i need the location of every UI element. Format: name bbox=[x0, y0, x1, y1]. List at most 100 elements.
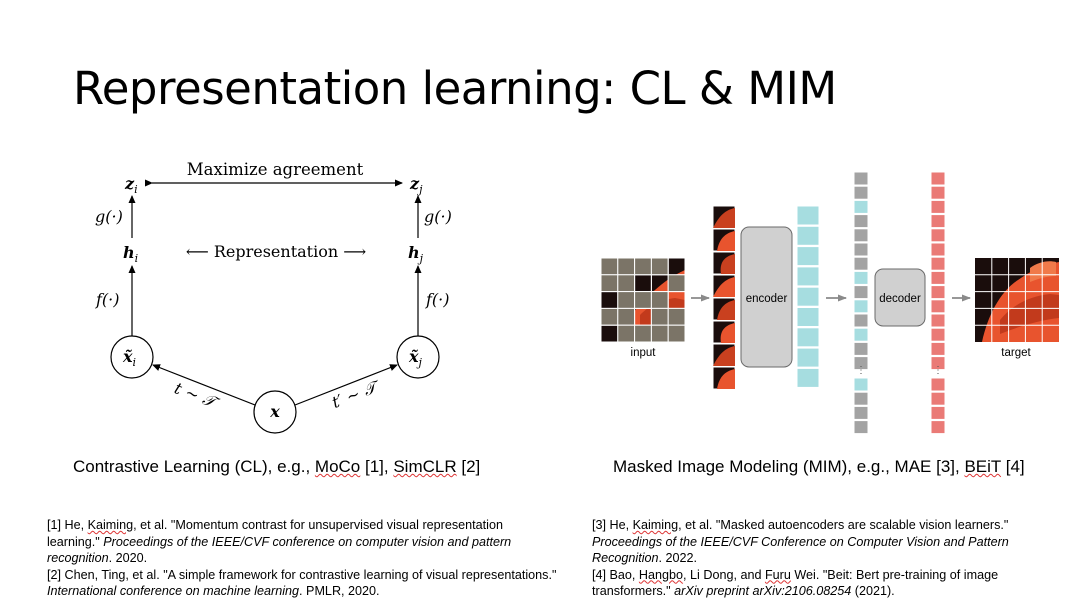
references-right: [3] He, Kaiming, et al. "Masked autoenco… bbox=[592, 517, 1077, 600]
mask-patch bbox=[651, 292, 668, 309]
ellipsis-tokens: ⋮ bbox=[856, 365, 866, 376]
encoded-token bbox=[797, 368, 819, 387]
mask-patch bbox=[668, 275, 685, 292]
visible-token bbox=[854, 328, 868, 341]
decoded-token bbox=[931, 378, 945, 391]
target-label: target bbox=[1001, 347, 1031, 359]
cl-diagram: Maximize agreement zi zj g(·) g(·) hi hj… bbox=[95, 160, 452, 433]
mask-token bbox=[854, 342, 868, 355]
visible-token bbox=[854, 300, 868, 313]
mask-patch bbox=[618, 275, 635, 292]
input-label: input bbox=[631, 347, 657, 359]
input-image: input bbox=[601, 258, 685, 359]
mask-token bbox=[854, 392, 868, 405]
mask-patch bbox=[635, 292, 652, 309]
mask-patch bbox=[618, 258, 635, 275]
cl-caption-prefix: Contrastive Learning (CL), e.g., bbox=[73, 457, 315, 476]
z-i-node: zi bbox=[124, 174, 138, 196]
mask-token bbox=[854, 186, 868, 199]
x-node: x bbox=[269, 402, 280, 421]
ellipsis-decoded: ⋮ bbox=[933, 365, 943, 376]
visible-token bbox=[854, 271, 868, 284]
decoded-token bbox=[931, 300, 945, 313]
decoded-token bbox=[931, 314, 945, 327]
reference-1: [1] He, Kaiming, et al. "Momentum contra… bbox=[47, 517, 557, 567]
full-tokens-column bbox=[854, 172, 868, 434]
visible-patches-column bbox=[713, 206, 735, 389]
representation-label: ⟵ Representation ⟶ bbox=[186, 242, 366, 261]
decoded-token bbox=[931, 172, 945, 185]
reference-2: [2] Chen, Ting, et al. "A simple framewo… bbox=[47, 567, 557, 600]
maximize-agreement-label: Maximize agreement bbox=[187, 160, 364, 179]
decoded-tokens-column bbox=[931, 172, 945, 434]
encoded-token bbox=[797, 328, 819, 347]
cl-caption: Contrastive Learning (CL), e.g., MoCo [1… bbox=[73, 457, 480, 477]
moco-link[interactable]: MoCo bbox=[315, 457, 360, 476]
decoded-token bbox=[931, 229, 945, 242]
mask-token bbox=[854, 172, 868, 185]
decoded-token bbox=[931, 421, 945, 434]
visible-token bbox=[854, 378, 868, 391]
g-left-label: g(·) bbox=[95, 207, 123, 226]
mask-patch bbox=[651, 325, 668, 342]
cl-caption-mid: [1], bbox=[360, 457, 393, 476]
decoded-token bbox=[931, 392, 945, 405]
decoded-token bbox=[931, 243, 945, 256]
mask-patch bbox=[635, 325, 652, 342]
encoded-tokens-column bbox=[797, 206, 819, 387]
mask-patch bbox=[651, 308, 668, 325]
beit-link[interactable]: BEiT bbox=[964, 457, 1001, 476]
mask-token bbox=[854, 243, 868, 256]
encoded-token bbox=[797, 308, 819, 327]
mask-patch bbox=[635, 258, 652, 275]
h-i-node: hi bbox=[123, 243, 138, 265]
encoder-label: encoder bbox=[746, 293, 788, 305]
z-j-node: zj bbox=[409, 174, 423, 196]
mask-patch bbox=[618, 325, 635, 342]
decoded-token bbox=[931, 328, 945, 341]
h-j-node: hj bbox=[408, 243, 424, 265]
mask-patch bbox=[651, 258, 668, 275]
encoded-token bbox=[797, 226, 819, 245]
decoded-token bbox=[931, 215, 945, 228]
mask-patch bbox=[601, 275, 618, 292]
decoded-token bbox=[931, 286, 945, 299]
g-right-label: g(·) bbox=[424, 207, 452, 226]
reference-3: [3] He, Kaiming, et al. "Masked autoenco… bbox=[592, 517, 1077, 567]
decoded-token bbox=[931, 342, 945, 355]
references-left: [1] He, Kaiming, et al. "Momentum contra… bbox=[47, 517, 557, 600]
encoded-token bbox=[797, 247, 819, 266]
mim-diagram: input encoder ⋮ decoder ⋮ bbox=[601, 172, 1059, 434]
mask-patch bbox=[601, 258, 618, 275]
mim-caption-suffix: [4] bbox=[1001, 457, 1025, 476]
mask-token bbox=[854, 421, 868, 434]
mask-token bbox=[854, 229, 868, 242]
decoded-token bbox=[931, 406, 945, 419]
decoded-token bbox=[931, 200, 945, 213]
decoded-token bbox=[931, 257, 945, 270]
mask-patch bbox=[618, 292, 635, 309]
mask-token bbox=[854, 406, 868, 419]
mim-caption: Masked Image Modeling (MIM), e.g., MAE [… bbox=[613, 457, 1025, 477]
mask-token bbox=[854, 257, 868, 270]
mask-token bbox=[854, 215, 868, 228]
decoded-token bbox=[931, 186, 945, 199]
t-left-label: t ∼ 𝒯 bbox=[172, 378, 223, 413]
encoded-token bbox=[797, 206, 819, 225]
f-left-label: f(·) bbox=[95, 290, 120, 309]
decoded-token bbox=[931, 271, 945, 284]
cl-caption-suffix: [2] bbox=[457, 457, 481, 476]
mask-patch bbox=[668, 308, 685, 325]
visible-token bbox=[854, 200, 868, 213]
f-right-label: f(·) bbox=[425, 290, 450, 309]
encoded-token bbox=[797, 287, 819, 306]
target-image: target bbox=[975, 258, 1059, 359]
mask-patch bbox=[668, 325, 685, 342]
mask-patch bbox=[601, 308, 618, 325]
mask-patch bbox=[618, 308, 635, 325]
decoder-label: decoder bbox=[879, 293, 921, 305]
simclr-link[interactable]: SimCLR bbox=[393, 457, 456, 476]
encoded-token bbox=[797, 348, 819, 367]
reference-4: [4] Bao, Hangbo, Li Dong, and Furu Wei. … bbox=[592, 567, 1077, 600]
encoded-token bbox=[797, 267, 819, 286]
